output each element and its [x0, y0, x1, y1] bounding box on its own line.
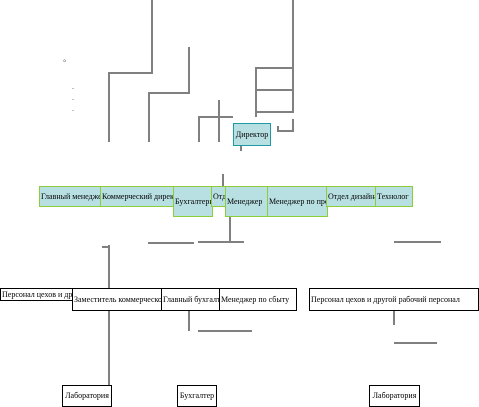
staff-box-deputy-commercial-director[interactable]: Заместитель коммерческого директора — [72, 288, 162, 311]
connector-line — [255, 111, 294, 113]
dept-box-manager[interactable]: Менеджер — [225, 186, 269, 217]
decor-dot: . — [72, 82, 74, 91]
connector-line — [198, 330, 252, 332]
dept-box-design[interactable]: Отдел дизайна — [326, 186, 377, 207]
director-box[interactable]: Директор — [233, 123, 271, 146]
connector-line — [198, 116, 233, 118]
bottom-box-accountant[interactable]: Бухгалтер — [177, 385, 217, 407]
connector-line — [292, 0, 294, 113]
bottom-box-laboratory-left[interactable]: Лаборатория — [62, 385, 112, 407]
connector-line — [255, 67, 257, 117]
connector-line — [277, 130, 294, 132]
connector-line — [108, 245, 110, 288]
connector-line — [277, 126, 279, 132]
connector-line — [394, 241, 441, 243]
bottom-box-laboratory-right[interactable]: Лаборатория — [369, 385, 420, 407]
connector-line — [240, 146, 242, 151]
decor-dot: . — [72, 104, 74, 113]
connector-line — [255, 89, 292, 91]
connector-line — [188, 311, 190, 331]
staff-box-chief-accountant[interactable]: Главный бухгалтер — [161, 288, 220, 311]
dept-box-commercial-director[interactable]: Коммерческий директор — [100, 186, 174, 207]
staff-box-workshop-personnel-left[interactable]: Персонал цехов и другой рабочий персонал — [0, 288, 73, 301]
connector-line — [393, 311, 395, 325]
connector-line — [229, 217, 231, 242]
connector-line — [188, 47, 190, 93]
connector-line — [148, 242, 194, 244]
connector-line — [218, 100, 220, 142]
connector-line — [151, 0, 153, 73]
connector-line — [292, 119, 294, 131]
connector-line — [394, 342, 437, 344]
connector-line — [198, 116, 200, 142]
connector-line — [148, 92, 190, 94]
dept-box-sales-manager[interactable]: Менеджер по продажам — [267, 186, 328, 217]
dept-box-accounting[interactable]: Бухгалтерия — [173, 186, 213, 217]
staff-box-sales-manager[interactable]: Менеджер по сбыту — [219, 288, 297, 311]
dept-box-technologist[interactable]: Технолог — [375, 186, 413, 207]
connector-line — [102, 246, 110, 248]
staff-box-workshop-personnel-right[interactable]: Персонал цехов и другой рабочий персонал — [309, 288, 479, 311]
connector-line — [222, 174, 224, 186]
decor-dot: ° — [63, 58, 67, 67]
connector-line — [255, 67, 292, 69]
connector-line — [108, 72, 110, 142]
decor-dot: . — [72, 93, 74, 102]
connector-line — [108, 72, 153, 74]
connector-line — [148, 92, 150, 142]
dept-box-main-manager[interactable]: Главный менеджер — [39, 186, 101, 207]
connector-line — [198, 241, 244, 243]
connector-line — [108, 311, 110, 386]
